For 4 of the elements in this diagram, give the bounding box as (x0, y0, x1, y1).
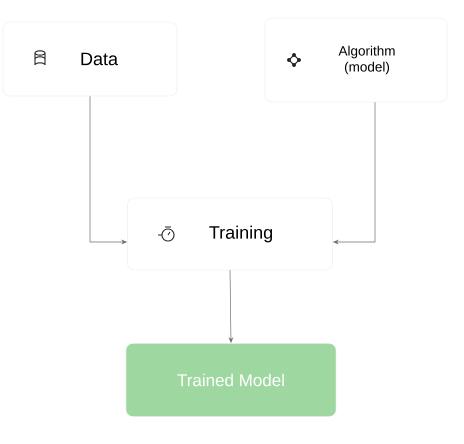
process-box: Data (2, 22, 178, 96)
process-box: Trained Model (126, 343, 336, 417)
process-box: Training (127, 198, 333, 270)
process-box: Algorithm (model) (264, 18, 448, 102)
